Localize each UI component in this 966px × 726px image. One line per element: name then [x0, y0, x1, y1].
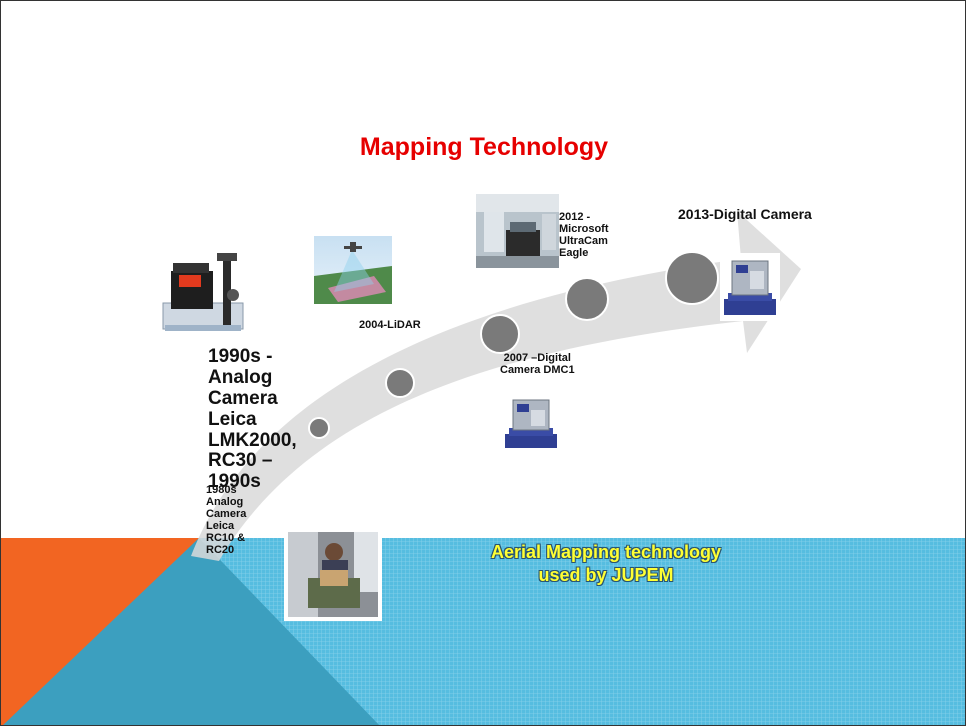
label-2004: 2004-LiDAR: [359, 319, 421, 331]
label-2013: 2013-Digital Camera: [678, 206, 812, 222]
digital-camera-2013-icon: [720, 253, 780, 321]
camera-equipment-icon: [162, 253, 244, 331]
label-2007: 2007 –Digital Camera DMC1: [500, 352, 575, 377]
label-2012: 2012 - Microsoft UltraCam Eagle: [559, 211, 609, 260]
digital-camera-icon: [505, 399, 557, 448]
timeline-dot-1: [308, 417, 330, 439]
timeline-dot-5: [665, 251, 719, 305]
operator-photo-icon: [284, 528, 382, 621]
timeline-arrow: [191, 211, 801, 561]
timeline-dot-3: [480, 314, 520, 354]
lidar-aircraft-icon: [314, 236, 392, 304]
teal-triangle: [3, 538, 380, 725]
label-1990s: 1990s - Analog Camera Leica LMK2000, RC3…: [208, 346, 297, 493]
slide-title: Mapping Technology: [359, 133, 609, 161]
timeline-dot-2: [385, 368, 415, 398]
timeline-dots: [308, 251, 719, 439]
ultracam-equipment-icon: [476, 194, 559, 268]
slide-subtitle: Aerial Mapping technology used by JUPEM: [490, 542, 722, 585]
label-1980s: 1980s Analog Camera Leica RC10 & RC20: [206, 484, 247, 557]
timeline-dot-4: [565, 277, 609, 321]
